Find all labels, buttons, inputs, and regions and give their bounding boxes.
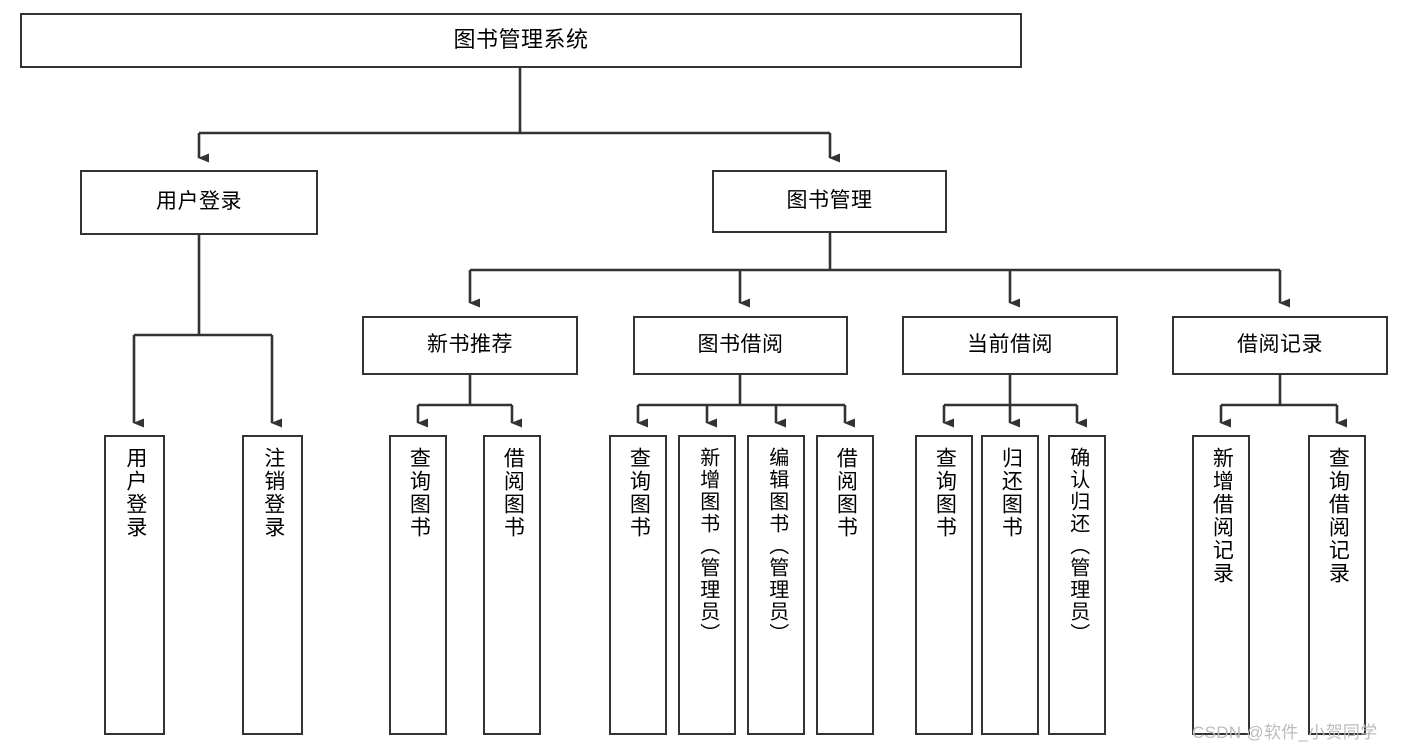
node-label: 图书借阅 (697, 333, 784, 357)
node-label: 用户登录 (123, 447, 147, 539)
node-label: 借阅图书 (834, 447, 858, 539)
node-label: 新增借阅记录 (1210, 447, 1234, 585)
node-label: 新增图书（管理员） (696, 447, 719, 645)
node-root-system[interactable]: 图书管理系统 (20, 13, 1022, 68)
node-book-management[interactable]: 图书管理 (712, 170, 947, 233)
node-label: 编辑图书（管理员） (765, 447, 788, 645)
node-label: 借阅图书 (501, 447, 525, 539)
node-new-book-recommend[interactable]: 新书推荐 (362, 316, 578, 375)
node-label: 查询图书 (407, 447, 431, 539)
node-borrow-record[interactable]: 借阅记录 (1172, 316, 1388, 375)
leaf-current-confirm-return-admin[interactable]: 确认归还（管理员） (1048, 435, 1106, 735)
node-label: 归还图书 (999, 447, 1023, 539)
node-label: 图书管理 (786, 189, 873, 213)
leaf-borrow-query-book[interactable]: 查询图书 (609, 435, 667, 735)
node-label: 查询借阅记录 (1326, 447, 1350, 585)
node-current-borrow[interactable]: 当前借阅 (902, 316, 1118, 375)
leaf-new-book-borrow[interactable]: 借阅图书 (483, 435, 541, 735)
leaf-borrow-borrow-book[interactable]: 借阅图书 (816, 435, 874, 735)
node-label: 注销登录 (261, 447, 285, 539)
leaf-new-book-query[interactable]: 查询图书 (389, 435, 447, 735)
leaf-record-query-record[interactable]: 查询借阅记录 (1308, 435, 1366, 735)
node-label: 新书推荐 (427, 333, 513, 357)
leaf-borrow-add-book-admin[interactable]: 新增图书（管理员） (678, 435, 736, 735)
leaf-user-login-signin[interactable]: 用户登录 (104, 435, 165, 735)
leaf-current-return-book[interactable]: 归还图书 (981, 435, 1039, 735)
node-label: 当前借阅 (967, 333, 1053, 357)
csdn-watermark: CSDN @软件_小贺同学 (1192, 723, 1378, 742)
node-label: 用户登录 (156, 190, 242, 214)
leaf-record-add-record[interactable]: 新增借阅记录 (1192, 435, 1250, 735)
leaf-current-query-book[interactable]: 查询图书 (915, 435, 973, 735)
leaf-borrow-edit-book-admin[interactable]: 编辑图书（管理员） (747, 435, 805, 735)
leaf-user-login-signout[interactable]: 注销登录 (242, 435, 303, 735)
node-label: 确认归还（管理员） (1066, 447, 1089, 645)
node-book-borrow[interactable]: 图书借阅 (633, 316, 848, 375)
node-label: 图书管理系统 (453, 27, 589, 53)
node-label: 查询图书 (627, 447, 651, 539)
node-label: 查询图书 (933, 447, 957, 539)
node-label: 借阅记录 (1237, 333, 1323, 357)
node-user-login[interactable]: 用户登录 (80, 170, 318, 235)
